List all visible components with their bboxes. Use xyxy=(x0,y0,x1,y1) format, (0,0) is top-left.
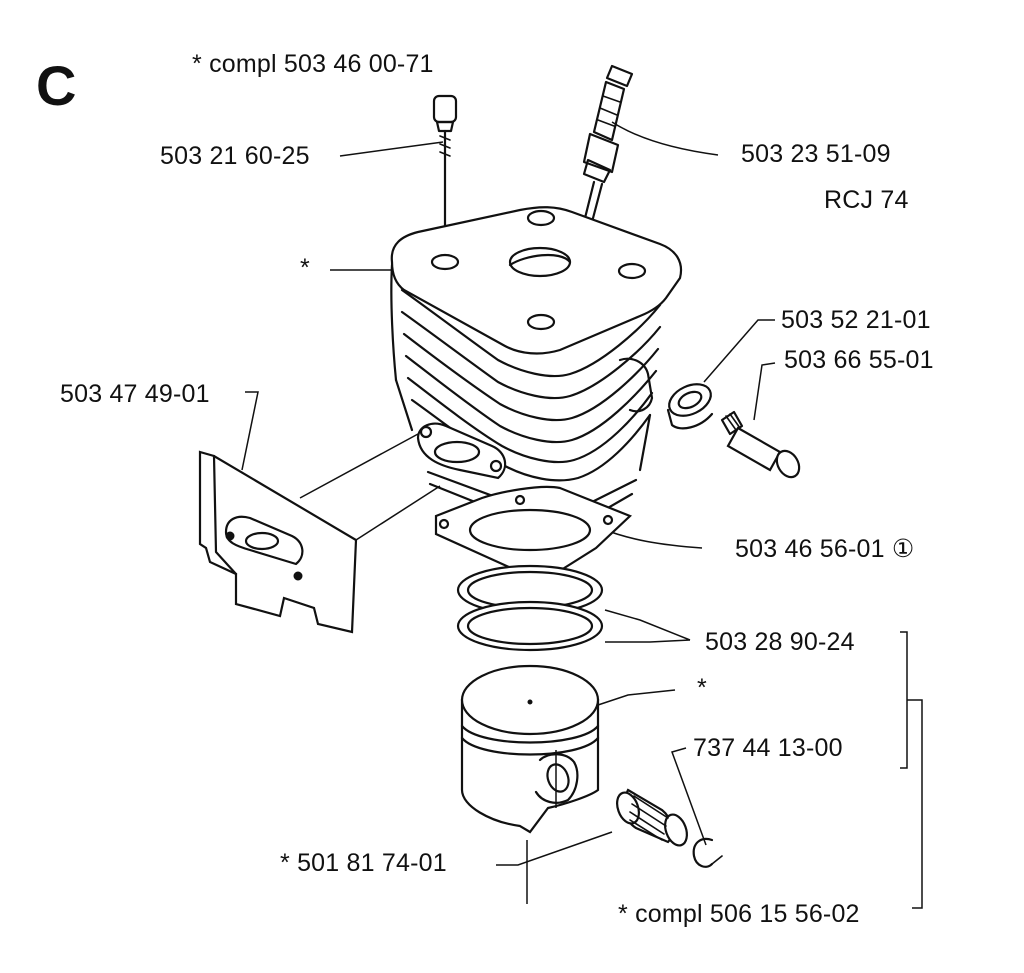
circlip-part xyxy=(692,837,723,868)
spark-plug-model: RCJ 74 xyxy=(824,186,909,214)
piston-asterisk: * xyxy=(697,674,707,702)
circlip-part-number: 737 44 13-00 xyxy=(693,734,843,762)
valve-collar-part xyxy=(666,383,714,430)
cylinder-part xyxy=(390,206,683,527)
kit-label: * compl 503 46 00-71 xyxy=(192,50,434,78)
leader-lines xyxy=(241,121,923,909)
cylinder-asterisk: * xyxy=(300,254,310,282)
section-letter: C xyxy=(36,54,77,117)
piston-rings-part xyxy=(456,564,604,652)
piston-rings-part-number: 503 28 90-24 xyxy=(705,628,855,656)
screw-part-number: 503 21 60-25 xyxy=(160,142,310,170)
decompression-valve-part xyxy=(720,410,801,479)
base-gasket-part xyxy=(434,485,633,584)
needle-bearing-part xyxy=(616,788,688,847)
piston-kit-label: * compl 506 15 56-02 xyxy=(618,900,860,928)
decompression-valve-part-number: 503 66 55-01 xyxy=(784,346,934,374)
heat-shield-part xyxy=(198,433,441,634)
spark-plug-part xyxy=(559,64,634,273)
needle-bearing-part-number: * 501 81 74-01 xyxy=(280,849,447,877)
valve-collar-part-number: 503 52 21-01 xyxy=(781,306,931,334)
piston-part xyxy=(460,664,600,904)
base-gasket-part-number: 503 46 56-01 ① xyxy=(735,535,915,563)
heat-shield-part-number: 503 47 49-01 xyxy=(60,380,210,408)
spark-plug-part-number: 503 23 51-09 xyxy=(741,140,891,168)
